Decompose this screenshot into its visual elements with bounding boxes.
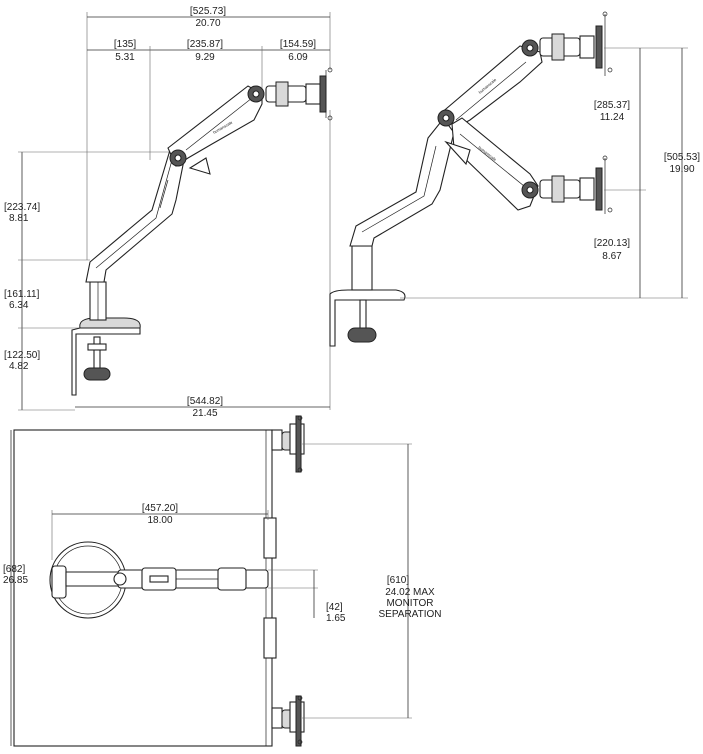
dim-arm-thickness-in: 1.65: [326, 613, 346, 624]
dim-head-offset-mm: [154.59]: [280, 39, 316, 50]
dim-monitor-separation-in: 24.02 MAX: [385, 587, 435, 598]
top-view-arm: [51, 565, 269, 599]
dim-overall-reach-top-mm: [525.73]: [190, 6, 226, 17]
dim-arm-thickness-mm: [42]: [326, 602, 343, 613]
dim-clamp-height-mm: [122.50]: [4, 350, 40, 361]
dim-top-view-depth-mm: [682]: [3, 564, 25, 575]
dim-clamp-height-in: 4.82: [9, 361, 29, 372]
top-view-head-upper: [271, 415, 305, 473]
dim-arm-segment-in: 9.29: [195, 52, 215, 63]
dim-monitor-separation-mm: [610]: [387, 575, 409, 586]
dim-post-offset-in: 5.31: [115, 52, 135, 63]
dim-overall-reach-bottom-mm: [544.82]: [187, 396, 223, 407]
dim-overall-reach-top-in: 20.70: [195, 18, 220, 29]
dim-post-offset-mm: [135]: [114, 39, 136, 50]
dim-total-travel-in: 19.90: [669, 164, 694, 175]
dim-arm-height-mm: [223.74]: [4, 202, 40, 213]
motion-post: [351, 245, 373, 291]
dim-top-view-reach-in: 18.00: [147, 515, 172, 526]
top-view-head-lower: [271, 695, 305, 747]
motion-upper-arm-high: humanscale: [437, 11, 613, 131]
dim-lower-travel-mm: [220.13]: [594, 238, 630, 249]
desk-clamp: [71, 317, 141, 396]
dim-upper-travel-mm: [285.37]: [594, 100, 630, 111]
post: [89, 281, 107, 321]
monitor-head: [265, 67, 333, 121]
dim-total-travel-mm: [505.53]: [664, 152, 700, 163]
dim-overall-reach-bottom-in: 21.45: [192, 408, 217, 419]
dim-head-offset-in: 6.09: [288, 52, 308, 63]
lower-arm: [85, 149, 187, 283]
dim-top-view-depth-in: 26.85: [3, 575, 28, 586]
dim-arm-height-in: 8.81: [9, 213, 29, 224]
dim-arm-segment-mm: [235.87]: [187, 39, 223, 50]
dim-top-view-reach-mm: [457.20]: [142, 503, 178, 514]
motion-range-view: humanscale humanscale: [329, 11, 700, 347]
top-view: [457.20] 18.00 [682] 26.85 [42] 1.65 [61…: [3, 415, 442, 747]
motion-lower-arm: [349, 117, 457, 247]
motion-desk-clamp: [329, 289, 406, 347]
dim-monitor-separation-line4: SEPARATION: [379, 609, 442, 620]
side-view: [525.73] 20.70 [135] 5.31 [235.87] 9.29 …: [4, 6, 333, 419]
dim-upper-travel-in: 11.24: [600, 112, 625, 123]
dim-monitor-separation-line3: MONITOR: [386, 598, 433, 609]
dim-lower-travel-in: 8.67: [602, 251, 622, 262]
dim-post-height-mm: [161.11]: [4, 289, 40, 300]
motion-upper-arm-low: humanscale: [444, 117, 613, 214]
dim-post-height-in: 6.34: [9, 300, 29, 311]
upper-arm: humanscale: [167, 85, 265, 175]
